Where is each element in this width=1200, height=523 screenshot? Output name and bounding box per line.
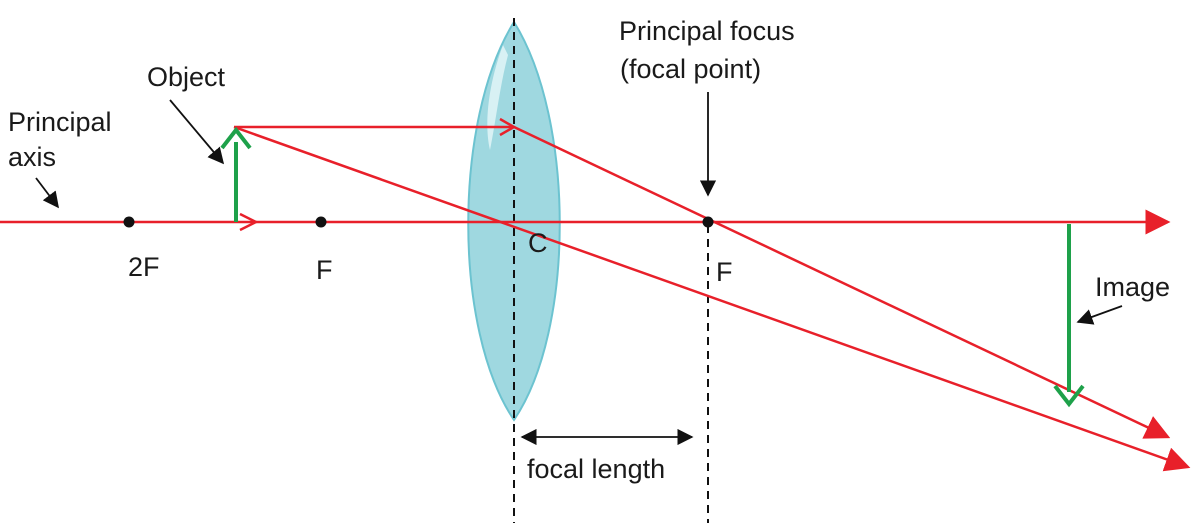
principal-axis-pointer-arrow — [35, 177, 59, 209]
object-pointer-arrow — [169, 99, 225, 165]
principal-axis-label-line2: axis — [8, 142, 56, 172]
point-f-left — [315, 216, 327, 228]
focal-length-label: focal length — [527, 454, 665, 484]
point-f-right — [702, 216, 714, 228]
point-2f — [123, 216, 135, 228]
f-right-label: F — [716, 257, 733, 287]
image-label: Image — [1095, 272, 1170, 302]
axis-ray-arrowhead — [239, 212, 259, 232]
c-label: C — [528, 228, 548, 258]
two-f-label: 2F — [128, 252, 160, 282]
image-arrow — [1053, 224, 1085, 408]
principal-focus-label-line1: Principal focus — [619, 16, 795, 46]
object-label: Object — [147, 62, 226, 92]
principal-focus-label-line2: (focal point) — [620, 54, 761, 84]
image-pointer-arrow — [1076, 305, 1123, 325]
refracted-ray-through-focus — [513, 125, 1171, 439]
principal-axis-label-line1: Principal — [8, 107, 112, 137]
central-ray — [233, 125, 1191, 472]
object-arrow — [220, 126, 252, 222]
lens-highlight — [487, 45, 508, 150]
f-left-label: F — [316, 255, 333, 285]
